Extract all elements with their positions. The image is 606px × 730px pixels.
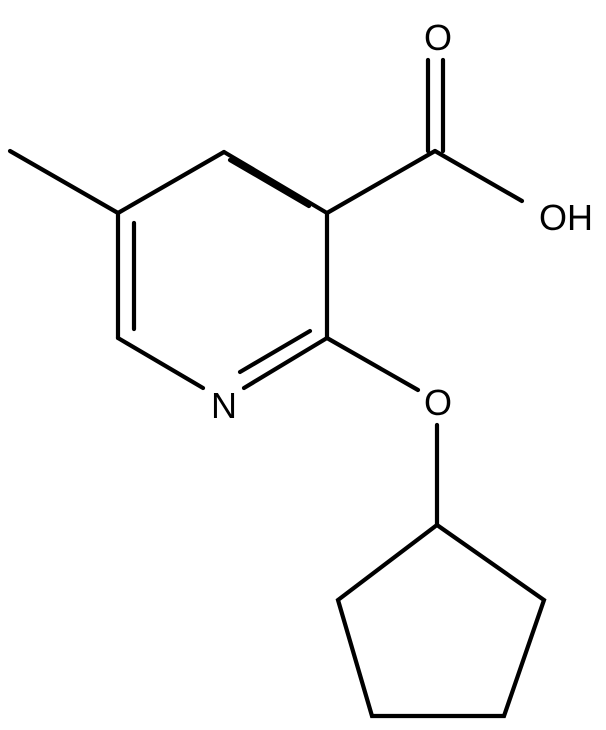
bond-c4-c5 bbox=[115, 149, 227, 216]
bond-c3-carboxyl bbox=[324, 148, 438, 216]
hydroxyl-label: OH bbox=[539, 197, 593, 238]
cyclopentyl-ring bbox=[335, 522, 547, 719]
pyridine-ring bbox=[115, 149, 330, 391]
bond-c3-c4 bbox=[221, 149, 330, 216]
carboxylic-acid-group: O OH bbox=[324, 17, 593, 238]
bond-n1-c2-inner bbox=[237, 328, 313, 375]
bond-c3-c4-inner bbox=[227, 157, 312, 209]
carbonyl-oxygen-label: O bbox=[424, 17, 452, 58]
ether-linkage: O bbox=[324, 335, 452, 528]
bond-c2-ether-oxygen bbox=[324, 335, 421, 393]
bond-n1-c2 bbox=[241, 335, 330, 391]
ether-oxygen-label: O bbox=[424, 382, 452, 423]
ring-nitrogen-label: N bbox=[211, 385, 237, 426]
bond-c6-n1 bbox=[115, 335, 206, 391]
bond-carboxyl-oh bbox=[432, 148, 525, 204]
methyl-bond bbox=[7, 148, 121, 216]
